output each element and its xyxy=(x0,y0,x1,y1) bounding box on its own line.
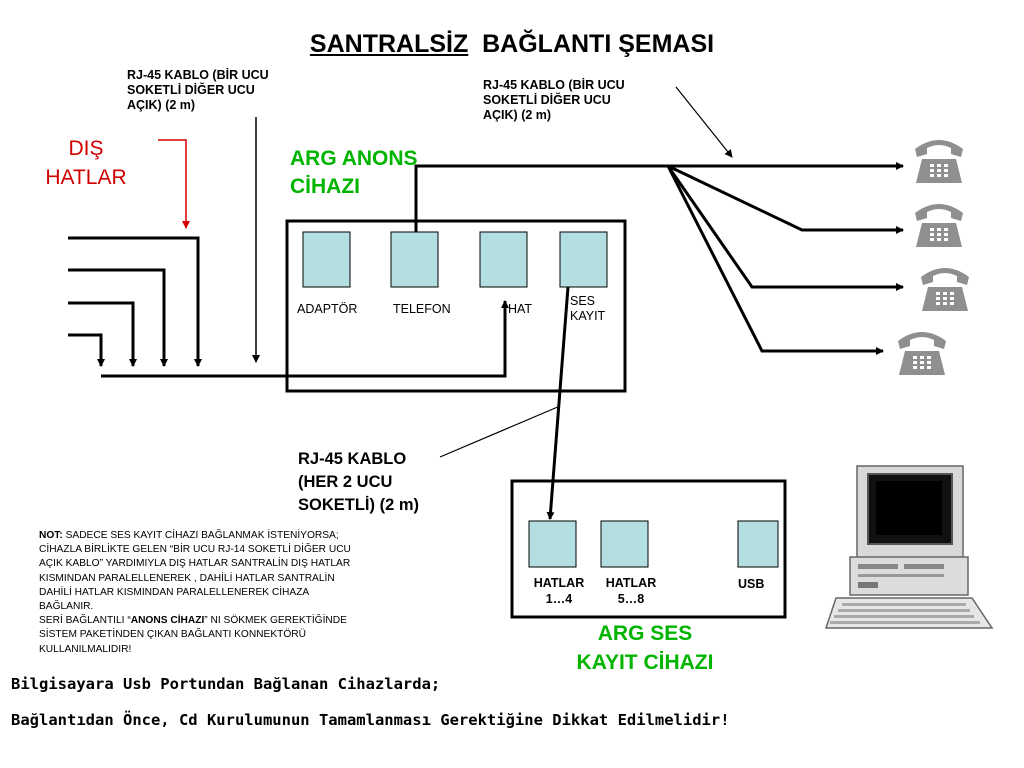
port-hatlar-5-8 xyxy=(600,520,649,568)
ses-kayit-cable xyxy=(546,286,570,520)
port-label-ses-kayit: SES KAYIT xyxy=(570,294,606,323)
port-usb xyxy=(737,520,779,568)
port-label-adaptor: ADAPTÖR xyxy=(297,302,358,316)
outside-lines xyxy=(68,236,509,378)
footer-line-2: Bağlantıdan Önce, Cd Kurulumunun Tamamla… xyxy=(11,711,730,729)
port-label-hat: HAT xyxy=(508,302,533,316)
cable-label-mid: RJ-45 KABLO (HER 2 UCU SOKETLİ) (2 m) xyxy=(298,450,420,514)
port-hatlar-1-4 xyxy=(528,520,577,568)
cable-label-left: RJ-45 KABLO (BİR UCU SOKETLİ DİĞER UCU A… xyxy=(127,68,269,112)
footer-line-1: Bilgisayara Usb Portundan Bağlanan Cihaz… xyxy=(11,675,441,693)
computer-icon xyxy=(824,465,994,629)
dis-hatlar-arrow xyxy=(158,139,190,229)
ses-device-title: ARG SES KAYIT CİHAZI xyxy=(576,622,714,674)
ses-device-box xyxy=(510,479,787,619)
dis-hatlar-label: DIŞ HATLAR xyxy=(45,137,127,189)
port-label-hatlar-5-8: HATLAR 5…8 xyxy=(605,576,657,606)
right-cable-arrow xyxy=(675,86,733,158)
port-label-usb: USB xyxy=(738,577,765,591)
port-label-hatlar-1-4: HATLAR 1…4 xyxy=(533,576,585,606)
page-title: SANTRALSİZ BAĞLANTI ŞEMASI xyxy=(309,30,715,58)
port-hat xyxy=(479,231,528,288)
cable-label-right: RJ-45 KABLO (BİR UCU SOKETLİ DİĞER UCU A… xyxy=(483,78,625,122)
mid-cable-pointer xyxy=(439,405,561,458)
telephone-icon xyxy=(898,140,969,375)
port-adaptor xyxy=(302,231,351,288)
port-telefon xyxy=(390,231,439,288)
port-label-telefon: TELEFON xyxy=(393,302,451,316)
anons-device-title: ARG ANONS CİHAZI xyxy=(290,147,418,198)
note-text: NOT: SADECE SES KAYIT CİHAZI BAĞLANMAK İ… xyxy=(39,530,351,655)
telephone-lines xyxy=(414,162,904,355)
anons-device-box xyxy=(285,219,627,393)
port-ses-kayit xyxy=(559,231,608,288)
